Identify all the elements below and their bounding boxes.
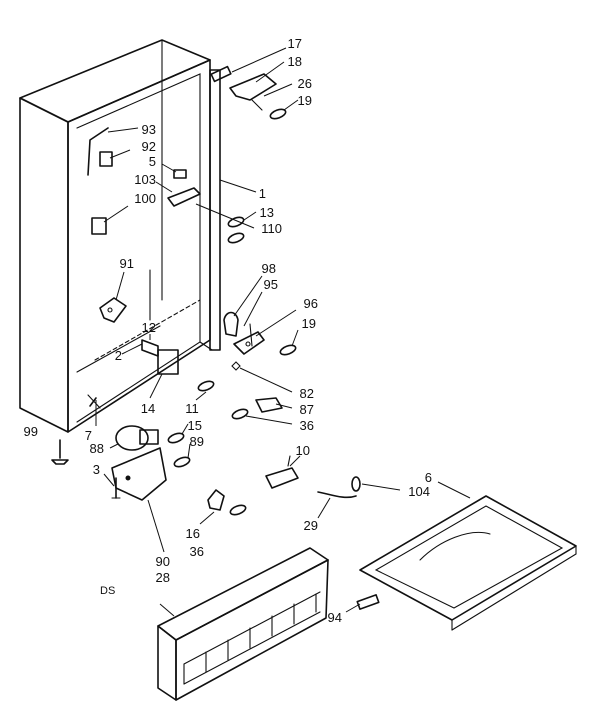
callout-1: 1 [259, 186, 266, 201]
callout-92: 92 [142, 139, 156, 154]
drain-tube-29 [317, 476, 361, 499]
callout-88: 88 [90, 441, 104, 456]
clip-16-36 [207, 489, 247, 516]
callout-12: 12 [142, 320, 156, 335]
base-grille [157, 547, 329, 701]
callout-29: 29 [304, 518, 318, 533]
callout-19-top: 19 [298, 93, 312, 108]
callout-36-lower: 36 [190, 544, 204, 559]
interior-small-parts [87, 127, 201, 375]
callout-13: 13 [260, 205, 274, 220]
cabinet-shell [19, 39, 213, 433]
pins-13-110 [227, 216, 245, 244]
callout-14: 14 [141, 401, 155, 416]
clip-94 [356, 594, 380, 610]
callout-18: 18 [288, 54, 302, 69]
callout-10: 10 [296, 443, 310, 458]
callout-96: 96 [304, 296, 318, 311]
callout-3: 3 [93, 462, 100, 477]
bracket-parts-82-87-36 [231, 361, 283, 420]
callout-82: 82 [300, 386, 314, 401]
pins-11-15-89 [167, 380, 215, 468]
callout-90: 90 [156, 554, 170, 569]
callout-28: 28 [156, 570, 170, 585]
control-assembly-88 [111, 425, 167, 501]
callout-15: 15 [188, 418, 202, 433]
callout-98: 98 [262, 261, 276, 276]
callout-110: 110 [261, 221, 282, 236]
lower-hinge-parts [223, 311, 297, 356]
callout-104: 104 [408, 484, 430, 499]
callout-93: 93 [142, 122, 156, 137]
callout-6: 6 [425, 470, 432, 485]
top-hinge-parts [210, 65, 287, 120]
callout-17: 17 [288, 36, 302, 51]
screws-99-7 [51, 397, 97, 465]
callout-7: 7 [85, 428, 92, 443]
drain-pan-6 [359, 495, 577, 631]
part-10-latch [265, 455, 299, 489]
callout-labels: 17 18 26 19 93 92 5 103 1 100 13 110 91 … [24, 36, 432, 625]
callout-87: 87 [300, 402, 314, 417]
page-tag: DS [100, 585, 115, 597]
callout-11: 11 [185, 401, 199, 416]
callout-94: 94 [328, 610, 342, 625]
callout-91: 91 [120, 256, 134, 271]
callout-5: 5 [149, 154, 156, 169]
callout-36-mid: 36 [300, 418, 314, 433]
callout-99: 99 [24, 424, 38, 439]
callout-103: 103 [134, 172, 156, 187]
callout-95: 95 [264, 277, 278, 292]
callout-16: 16 [186, 526, 200, 541]
leader-lines [95, 47, 471, 617]
callout-19-lower: 19 [302, 316, 316, 331]
callout-26: 26 [298, 76, 312, 91]
callout-2: 2 [115, 348, 122, 363]
callout-89: 89 [190, 434, 204, 449]
callout-100: 100 [134, 191, 156, 206]
